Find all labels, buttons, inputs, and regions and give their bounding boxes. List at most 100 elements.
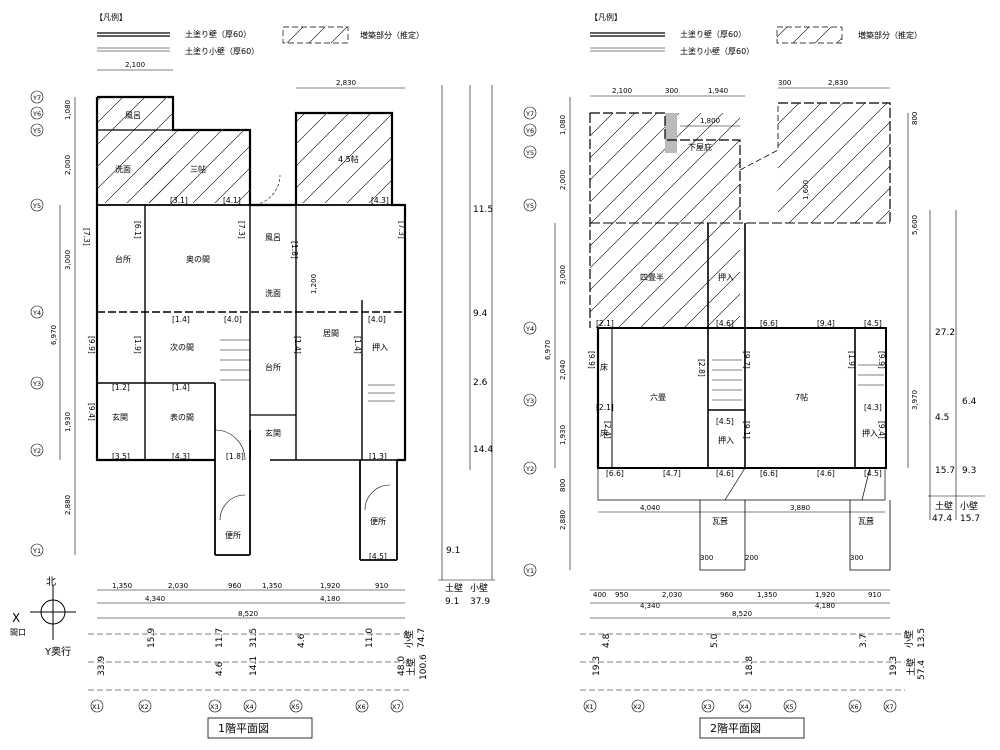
wall-mark: [2.1] [596,403,614,412]
dim-label: 1,800 [700,117,720,125]
room-label: 下屋庇 [688,142,712,152]
wall-mark: [4.6] [817,469,835,478]
room-label: 四畳半 [640,272,664,282]
x-wall-total: 100.6 [419,654,429,680]
room-label: 押入 [862,428,878,438]
wall-mark: [9.4] [87,403,96,421]
summary-small-label: 小壁 [960,500,978,512]
compass: 北 X 間口 Y奥行 [10,576,76,658]
floor2-dim-labels: 2,100 300 1,940 300 2,830 1,800 1,080 2,… [544,79,919,618]
legend-title-2: 【凡例】 [590,12,622,22]
axis-label: Y6 [32,110,41,118]
dim-label: 300 [700,554,713,562]
room-label: 洗面 [115,164,131,174]
wall-mark: [9.4] [877,421,886,439]
dim-label: 400 [593,591,606,599]
x-small-value: 5.0 [710,633,720,648]
wall-value: 6.4 [962,397,977,407]
room-label: 風呂 [125,111,141,120]
dim-label: 2,000 [64,155,72,175]
dim-label: 1,920 [320,582,340,590]
dim-label: 300 [778,79,791,87]
x-wall-value: 48.0 [397,656,407,676]
summary-wall-value: 9.1 [445,597,459,607]
wall-value: 2.6 [473,378,488,388]
floor1-wall-values: 11.5 9.4 2.6 14.4 9.1 土壁 小壁 9.1 37.9 [438,205,495,607]
axis-label: X4 [740,703,749,711]
axis-label: Y2 [525,465,534,473]
room-label: 床 [600,428,608,438]
wall-value: 11.5 [473,205,493,215]
legend-wall: 土塗り壁（厚60） [185,29,251,39]
room-label: 4.5帖 [338,154,359,164]
wall-value: 9.1 [446,546,460,556]
dim-label: 3,000 [559,265,567,285]
dim-label: 1,080 [64,100,72,120]
wall-mark: [6.6] [760,319,778,328]
summary-wall-value: 47.4 [932,514,952,524]
dim-label: 4,340 [640,602,660,610]
dim-label: 8,520 [238,610,258,618]
x-small-value: 11.7 [215,628,225,648]
x-small-value: 4.6 [297,633,307,648]
wall-mark: [1.4] [353,336,362,354]
room-label: 押入 [718,272,734,282]
wall-mark: [7.3] [397,221,406,239]
wall-value: 4.5 [935,413,949,423]
x-small-value: 11.0 [365,628,375,648]
dim-label: 2,880 [64,495,72,515]
axis-label: X2 [633,703,642,711]
summary-small-value: 15.7 [960,514,980,524]
axis-label: X6 [357,703,366,711]
dim-label: 3,880 [790,504,810,512]
dim-label: 2,100 [612,87,632,95]
wall-mark: [9.7] [742,351,751,369]
legend-floor2: 【凡例】 土塗り壁（厚60） 土塗り小壁（厚60） 増築部分（推定） [590,12,922,56]
x-small-value: 4.8 [602,633,612,648]
room-label: 便所 [225,530,241,540]
x-axis-markers [90,699,897,713]
room-label: 台所 [265,362,281,372]
dim-label: 960 [720,591,733,599]
axis-label: Y5 [525,202,534,210]
x-small-value: 3.7 [859,634,869,648]
x-wall-value: 33.9 [97,656,107,676]
dim-label: 960 [228,582,241,590]
axis-label: Y3 [525,397,534,405]
wall-mark: [3.1] [170,196,188,205]
room-label: 瓦葺 [858,516,874,526]
axis-label: X1 [585,703,594,711]
inner-dim: 1,200 [310,274,318,294]
dim-label: 2,000 [559,170,567,190]
room-label: 表の間 [170,412,194,422]
wall-mark: [9.9] [87,336,96,354]
axis-label: Y7 [525,110,534,118]
titles: 1階平面図 2階平面図 [207,717,805,739]
axis-label: Y5 [525,149,534,157]
legend-addition: 増築部分（推定） [360,30,424,40]
axis-label: Y2 [32,447,41,455]
dim-label: 4,180 [815,602,835,610]
legend-floor1: 【凡例】 土塗り壁（厚60） 土塗り小壁（厚60） 増築部分（推定） [95,12,424,56]
wall-mark: [1.8] [290,241,299,259]
dim-label: 3,000 [64,250,72,270]
dim-label: 1,930 [64,412,72,432]
legend-small-wall-2: 土塗り小壁（厚60） [680,46,754,56]
room-label: 洗面 [265,288,281,298]
floor2-rooms: 下屋庇 四畳半 押入 六畳 7帖 床 床 押入 押入 瓦葺 瓦葺 [600,142,878,526]
compass-x-sub: 間口 [10,628,26,637]
x-small-label: 小壁 [403,630,415,648]
wall-mark: [1.9] [847,351,856,369]
dim-label: 4,180 [320,595,340,603]
wall-mark: [4.6] [716,319,734,328]
dim-label: 1,350 [757,591,777,599]
x-wall-value: 4.6 [215,661,225,676]
wall-mark: [6.6] [606,469,624,478]
floor2-title: 2階平面図 [710,721,761,735]
legend-addition-2: 増築部分（推定） [858,30,922,40]
wall-mark: [9.4] [817,319,835,328]
dim-label: 6,970 [50,325,58,345]
wall-mark: [1.9] [133,336,142,354]
dim-label: 2,030 [168,582,188,590]
